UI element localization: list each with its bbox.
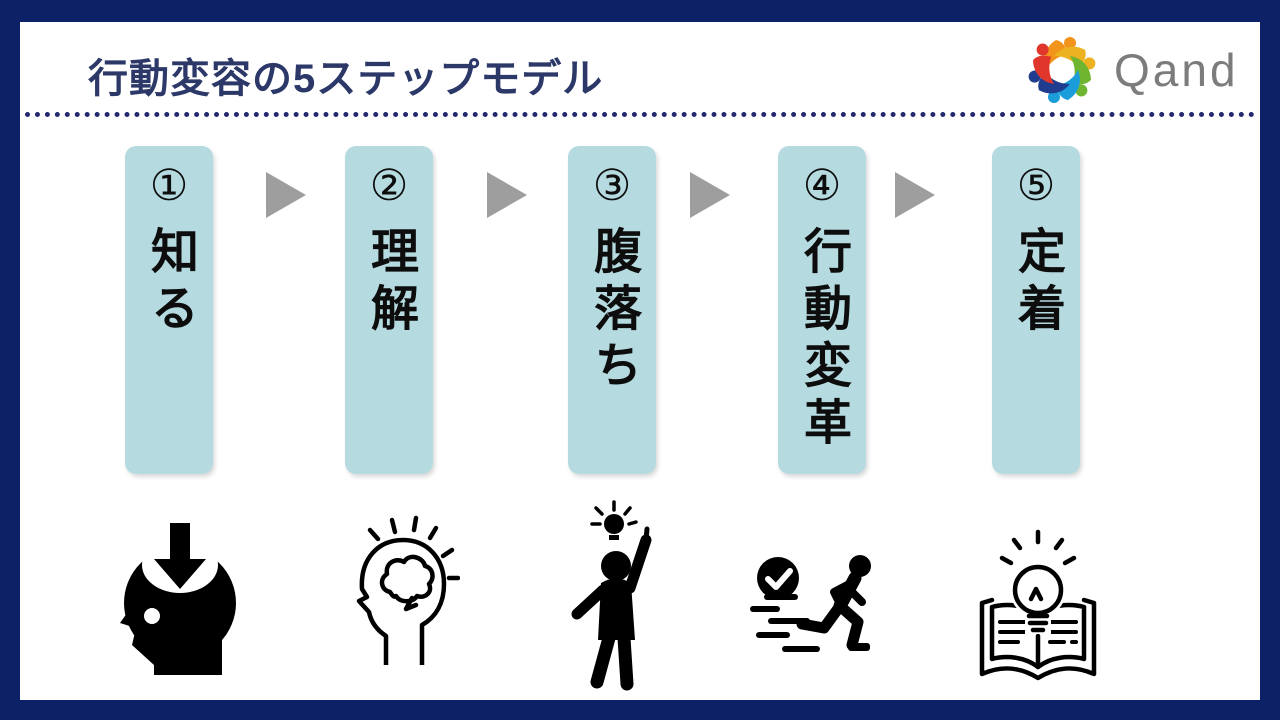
runner-check-icon xyxy=(742,546,904,688)
step-number: ① xyxy=(145,161,193,220)
logo-pinwheel-icon xyxy=(1028,37,1096,103)
step-number: ⑤ xyxy=(1012,161,1060,220)
step-text: ① 知る xyxy=(143,146,196,474)
step-text: ⑤ 定着 xyxy=(1010,146,1063,474)
slide-canvas: 行動変容の5ステップモデル Qand ① 知る ② 理解 ③ 腹落ち xyxy=(20,22,1260,700)
page-title: 行動変容の5ステップモデル xyxy=(88,57,604,101)
flow-arrow-icon xyxy=(266,172,306,218)
step-box-4: ④ 行動変革 xyxy=(778,146,866,474)
step-text: ④ 行動変革 xyxy=(796,146,849,474)
step-box-2: ② 理解 xyxy=(345,146,433,474)
step-text: ② 理解 xyxy=(363,146,416,474)
step-label: 知る xyxy=(143,226,196,340)
step-box-3: ③ 腹落ち xyxy=(568,146,656,474)
logo-text: Qand xyxy=(1114,44,1239,96)
head-arrow-input-icon xyxy=(110,523,250,675)
step-box-1: ① 知る xyxy=(125,146,213,474)
flow-arrow-icon xyxy=(895,172,935,218)
step-label: 腹落ち xyxy=(586,226,639,397)
step-label: 行動変革 xyxy=(796,226,849,454)
flow-arrow-icon xyxy=(690,172,730,218)
person-eureka-bulb-icon xyxy=(556,498,680,698)
step-label: 理解 xyxy=(363,226,416,340)
header-dotted-divider xyxy=(25,112,1255,117)
step-number: ② xyxy=(365,161,413,220)
step-number: ③ xyxy=(588,161,636,220)
step-label: 定着 xyxy=(1010,226,1063,340)
step-text: ③ 腹落ち xyxy=(586,146,639,474)
step-box-5: ⑤ 定着 xyxy=(992,146,1080,474)
flow-arrow-icon xyxy=(487,172,527,218)
open-book-bulb-icon xyxy=(970,526,1106,692)
step-number: ④ xyxy=(798,161,846,220)
company-logo: Qand xyxy=(1022,30,1239,110)
head-brain-icon xyxy=(342,500,460,665)
